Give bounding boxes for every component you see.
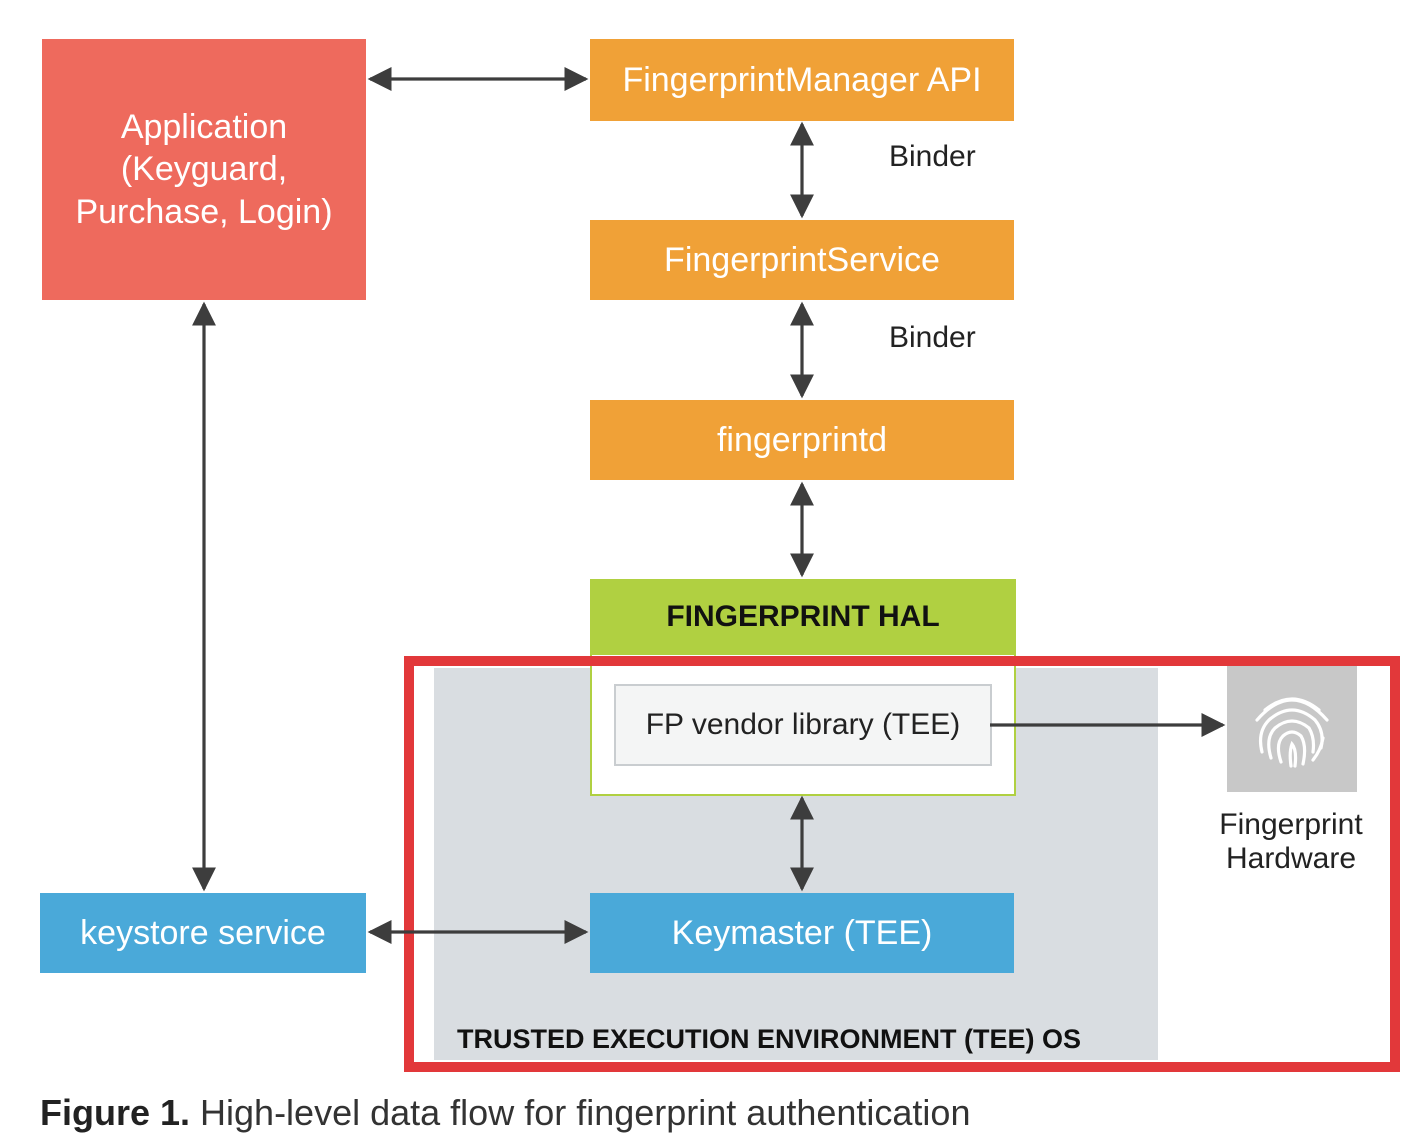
figure-caption-prefix: Figure 1. <box>40 1092 191 1133</box>
fingerprint-service-label: FingerprintService <box>664 240 940 279</box>
fp-vendor-library-node: FP vendor library (TEE) <box>614 684 992 766</box>
tee-highlight-frame <box>404 656 1400 1072</box>
figure-caption-text: High-level data flow for fingerprint aut… <box>190 1092 971 1133</box>
fingerprint-manager-api-node: FingerprintManager API <box>590 39 1014 121</box>
application-node: Application (Keyguard, Purchase, Login) <box>42 39 366 300</box>
fingerprint-manager-api-label: FingerprintManager API <box>622 60 982 99</box>
fingerprintd-node: fingerprintd <box>590 400 1014 480</box>
keymaster-label: Keymaster (TEE) <box>671 913 933 952</box>
fp-vendor-library-label: FP vendor library (TEE) <box>645 708 961 741</box>
fingerprint-hardware-line-1: Fingerprint <box>1219 808 1363 841</box>
keystore-service-node: keystore service <box>40 893 366 973</box>
application-line-1: Application <box>120 107 288 146</box>
binder-label-1: Binder <box>889 140 976 173</box>
fingerprint-hal-label: FINGERPRINT HAL <box>666 600 940 634</box>
fingerprint-hardware-label: Fingerprint Hardware <box>1190 808 1392 875</box>
application-line-3: Purchase, Login) <box>75 192 333 231</box>
figure-caption: Figure 1. High-level data flow for finge… <box>40 1092 970 1134</box>
fingerprintd-label: fingerprintd <box>716 420 888 459</box>
tee-region-label: TRUSTED EXECUTION ENVIRONMENT (TEE) OS <box>457 1024 1082 1054</box>
fingerprint-icon-graphic <box>1255 697 1329 768</box>
fingerprint-service-node: FingerprintService <box>590 220 1014 300</box>
keystore-service-label: keystore service <box>80 913 326 952</box>
binder-label-2: Binder <box>889 321 976 354</box>
application-line-2: (Keyguard, <box>120 150 288 189</box>
fingerprint-hal-node: FINGERPRINT HAL <box>590 579 1016 655</box>
fingerprint-icon <box>1227 666 1357 792</box>
keymaster-node: Keymaster (TEE) <box>590 893 1014 973</box>
fingerprint-hardware-line-2: Hardware <box>1225 841 1357 875</box>
